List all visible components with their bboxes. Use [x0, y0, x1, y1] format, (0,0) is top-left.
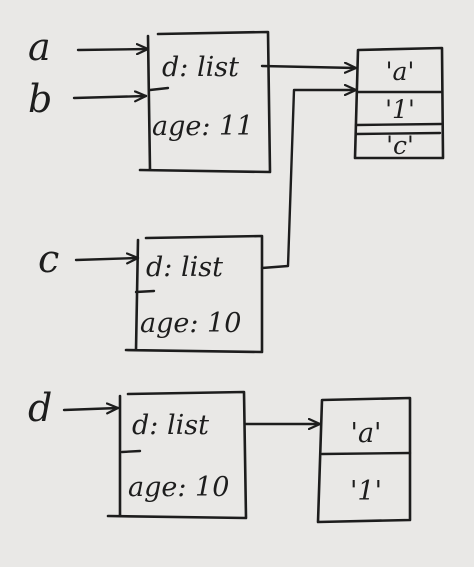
- var-label-a: a: [28, 25, 51, 69]
- object1-field-d: d: list: [162, 52, 239, 83]
- list1-item-1: 'a': [386, 57, 415, 86]
- list2-item-2: '1': [350, 476, 382, 507]
- arrow-object2-to-list1: [260, 90, 358, 270]
- list1-item-2: '1': [385, 95, 415, 124]
- object3-field-d: d: list: [132, 410, 209, 441]
- var-label-d: d: [28, 386, 52, 430]
- var-label-b: b: [28, 77, 52, 121]
- list1-item-3: 'c': [386, 131, 414, 160]
- arrow-c-to-object2: [74, 258, 140, 260]
- object-box-2: d: list age: 10: [124, 234, 264, 354]
- object-box-1: d: list age: 11: [138, 30, 272, 174]
- arrow-object1-to-list1: [260, 66, 358, 68]
- list-box-2: 'a' '1': [316, 396, 412, 524]
- object2-field-age: age: 10: [140, 308, 241, 339]
- object-box-3: d: list age: 10: [106, 390, 248, 520]
- list2-item-1: 'a': [351, 418, 382, 449]
- object3-field-age: age: 10: [128, 472, 229, 503]
- arrow-d-to-object3: [62, 408, 120, 410]
- object1-field-age: age: 11: [152, 111, 253, 142]
- list-box-1: 'a' '1' 'c': [353, 46, 445, 160]
- arrow-b-to-object1: [72, 96, 148, 98]
- var-label-c: c: [38, 237, 59, 281]
- object2-field-d: d: list: [146, 252, 223, 283]
- arrow-a-to-object1: [76, 49, 150, 50]
